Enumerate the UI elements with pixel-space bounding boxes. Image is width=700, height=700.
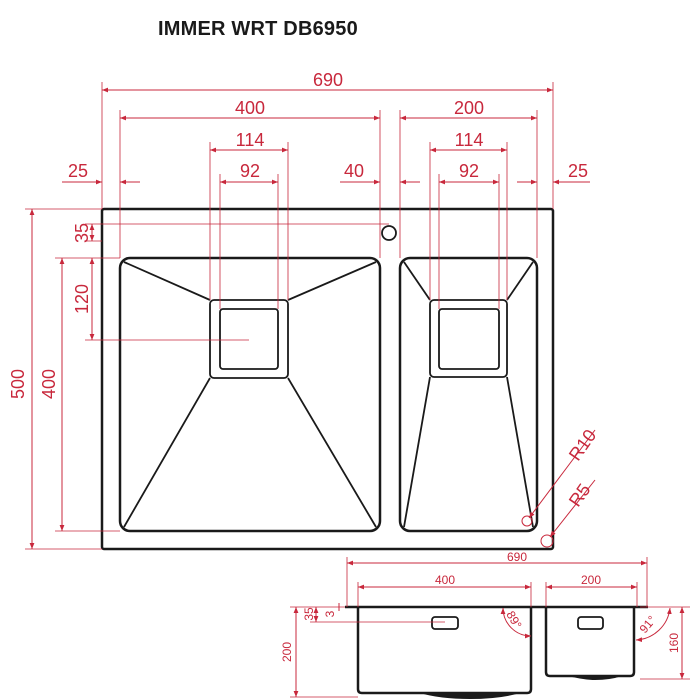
dim-divider: 40 [344,161,364,181]
side-dim-right-height: 160 [667,633,681,653]
side-dim-thickness: 3 [323,610,337,617]
dim-right-drain-outer: 114 [455,130,484,150]
tap-hole [381,225,397,241]
right-overflow [577,616,604,630]
dim-right-bowl-width: 200 [454,98,484,118]
dim-right-margin: 25 [568,161,588,181]
sink-top-view [100,207,555,551]
dim-left-margin: 25 [68,161,88,181]
dim-tap-offset: 35 [72,223,92,243]
sink-outline [100,207,555,551]
dim-radius-r10: R10 [565,426,600,465]
sink-side-view [345,605,648,699]
dim-radius-r5: R5 [565,480,595,510]
radius-marker-r10 [521,515,533,527]
right-bowl-slopes [403,261,534,528]
dim-left-drain-outer: 114 [236,130,265,150]
dim-drain-offset: 120 [72,284,92,314]
side-dim-right-bowl-width: 200 [581,573,601,587]
right-drain-inner [438,308,500,370]
right-bowl [398,256,539,533]
dim-bowl-depth: 400 [39,369,59,399]
side-dim-overall-width: 690 [507,550,527,564]
right-drain-profile [568,676,622,680]
left-bowl [118,256,382,533]
dim-right-drain-inner: 92 [459,161,479,181]
side-dimensions: 690 400 200 200 35 3 160 89° 91° [280,550,690,698]
left-bowl-slopes [123,261,377,528]
radius-marker-r5 [540,534,554,548]
side-dim-left-bowl-width: 400 [435,573,455,587]
left-drain-outer [209,299,289,379]
top-dimensions: 690 400 200 114 114 92 92 25 40 25 500 4… [8,70,600,550]
side-dim-left-height: 200 [280,642,294,662]
dim-overall-width: 690 [313,70,343,90]
left-drain-inner [219,308,279,370]
dim-left-bowl-width: 400 [235,98,265,118]
right-drain-outer [429,299,508,378]
left-overflow [431,616,459,630]
left-drain-profile [420,693,520,699]
side-dim-left-angle: 89° [503,609,524,632]
dim-overall-depth: 500 [8,369,28,399]
dim-left-drain-inner: 92 [240,161,260,181]
side-dim-overflow-offset: 35 [302,607,316,621]
drawing-title: IMMER WRT DB6950 [158,18,358,40]
